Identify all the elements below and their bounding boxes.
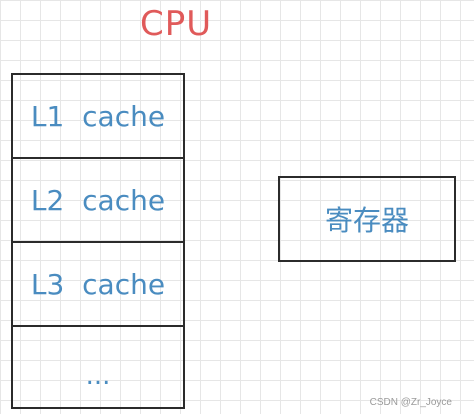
cpu-title: CPU (140, 4, 213, 44)
l3-cache-cell: L3 cache (13, 243, 183, 327)
watermark: CSDN @Zr_Joyce (369, 397, 452, 408)
register-box: 寄存器 (278, 176, 456, 262)
more-levels-cell: ... (85, 361, 111, 391)
l2-cache-cell: L2 cache (13, 159, 183, 243)
cpu-cache-stack: L1 cache L2 cache L3 cache ... (11, 73, 185, 409)
l1-cache-cell: L1 cache (13, 75, 183, 159)
